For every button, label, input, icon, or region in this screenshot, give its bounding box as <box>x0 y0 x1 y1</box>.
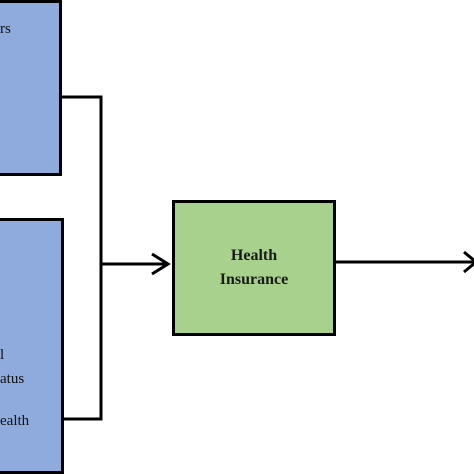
input-box-bottom-label-2: ealth <box>0 413 30 429</box>
health-insurance-box <box>172 200 336 336</box>
health-insurance-title-line-1: Health <box>230 247 278 264</box>
arrow-to-right-head <box>463 250 474 274</box>
input-box-bottom-label-0: l <box>0 347 5 363</box>
input-box-bottom-label-1: atus <box>0 371 25 387</box>
input-box-top <box>0 0 62 176</box>
input-box-bottom <box>0 218 64 474</box>
arrow-to-center-head <box>151 252 171 276</box>
input-box-top-label: rs <box>0 21 11 37</box>
health-insurance-title-line-2: Insurance <box>219 271 289 288</box>
health-insurance-title: Health Insurance <box>172 200 336 336</box>
